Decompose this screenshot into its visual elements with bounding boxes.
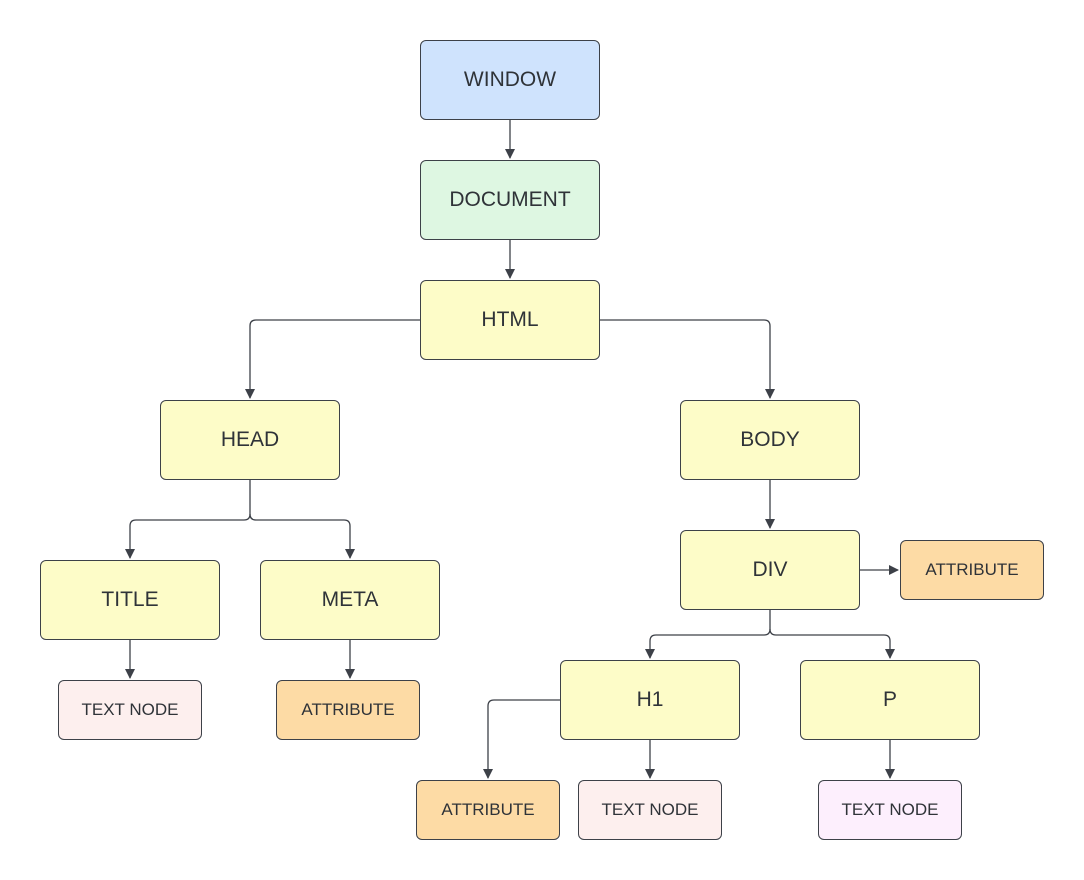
node-document: DOCUMENT: [420, 160, 600, 240]
node-div-attribute: ATTRIBUTE: [900, 540, 1044, 600]
node-p-text: TEXT NODE: [818, 780, 962, 840]
node-head: HEAD: [160, 400, 340, 480]
node-window: WINDOW: [420, 40, 600, 120]
connector-h1-attribute: [483, 699, 560, 779]
node-body: BODY: [680, 400, 860, 480]
connector-html-head: [245, 319, 420, 399]
node-title-text: TEXT NODE: [58, 680, 202, 740]
node-title: TITLE: [40, 560, 220, 640]
node-h1-attribute: ATTRIBUTE: [416, 780, 560, 840]
node-h1: H1: [560, 660, 740, 740]
connector-div-p: [769, 628, 895, 659]
node-html: HTML: [420, 280, 600, 360]
node-meta-attribute: ATTRIBUTE: [276, 680, 420, 740]
node-div: DIV: [680, 530, 860, 610]
node-h1-text: TEXT NODE: [578, 780, 722, 840]
node-p: P: [800, 660, 980, 740]
connector-html-body: [600, 319, 775, 399]
connector-head-meta: [249, 513, 355, 559]
node-meta: META: [260, 560, 440, 640]
connector-div-h1: [645, 610, 771, 659]
connector-head-title: [125, 480, 251, 559]
